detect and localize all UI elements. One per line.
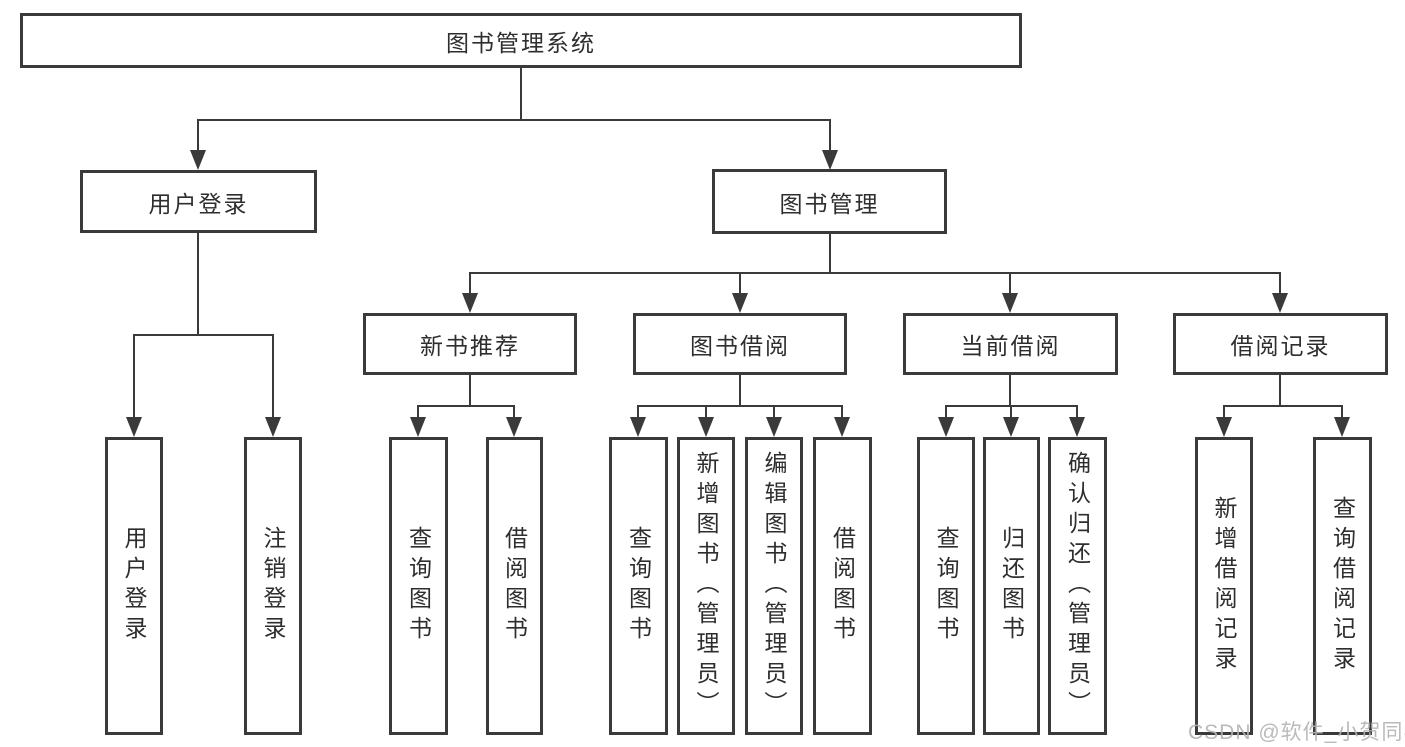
leaf-add-book-admin: 新增图书（管理员） [677, 437, 735, 735]
connector-line-v [773, 405, 775, 419]
arrow-down-icon [766, 417, 782, 437]
arrow-down-icon [1334, 417, 1350, 437]
leaf-edit-book-admin: 编辑图书（管理员） [745, 437, 803, 735]
connector-line-v [1009, 375, 1011, 407]
arrow-down-icon [1003, 417, 1019, 437]
arrow-down-icon [1002, 293, 1018, 313]
arrow-down-icon [190, 150, 206, 170]
connector-line-h [637, 405, 843, 407]
connector-line-v [1223, 405, 1225, 419]
connector-line-v [133, 334, 135, 419]
leaf-query-borrow-record: 查询借阅记录 [1313, 437, 1372, 735]
node-borrow-record: 借阅记录 [1173, 313, 1388, 375]
connector-line-h [469, 272, 1281, 274]
node-library-system: 图书管理系统 [20, 13, 1022, 68]
arrow-down-icon [732, 293, 748, 313]
arrow-down-icon [1069, 417, 1085, 437]
arrow-down-icon [1216, 417, 1232, 437]
connector-line-v [739, 272, 741, 296]
connector-line-v [841, 405, 843, 419]
connector-line-v [513, 405, 515, 419]
leaf-query-books-current: 查询图书 [917, 437, 975, 735]
node-book-borrow: 图书借阅 [633, 313, 847, 375]
arrow-down-icon [698, 417, 714, 437]
connector-line-v [829, 119, 831, 152]
arrow-down-icon [265, 417, 281, 437]
node-book-management: 图书管理 [712, 169, 947, 234]
connector-line-h [133, 334, 273, 336]
leaf-borrow-books-recommend: 借阅图书 [486, 437, 543, 735]
arrow-down-icon [1272, 293, 1288, 313]
arrow-down-icon [822, 150, 838, 170]
leaf-add-borrow-record: 新增借阅记录 [1195, 437, 1253, 735]
connector-line-v [1009, 272, 1011, 296]
node-current-borrow: 当前借阅 [903, 313, 1118, 375]
leaf-logout: 注销登录 [244, 437, 302, 735]
connector-line-v [417, 405, 419, 419]
connector-line-h [1223, 405, 1343, 407]
connector-line-v [469, 375, 471, 407]
connector-line-v [469, 272, 471, 296]
connector-line-h [197, 119, 831, 121]
connector-line-v [945, 405, 947, 419]
leaf-query-books-borrow: 查询图书 [609, 437, 668, 735]
connector-line-v [637, 405, 639, 419]
connector-line-v [272, 334, 274, 419]
leaf-confirm-return-admin: 确认归还（管理员） [1048, 437, 1107, 735]
node-new-book-recommend: 新书推荐 [363, 313, 577, 375]
connector-line-v [705, 405, 707, 419]
arrow-down-icon [630, 417, 646, 437]
connector-line-v [1279, 272, 1281, 296]
watermark-text: CSDN @软件_小贺同学 [1188, 721, 1405, 744]
arrow-down-icon [506, 417, 522, 437]
leaf-query-books-recommend: 查询图书 [389, 437, 448, 735]
arrow-down-icon [462, 293, 478, 313]
connector-line-v [1341, 405, 1343, 419]
connector-line-v [1010, 405, 1012, 419]
arrow-down-icon [834, 417, 850, 437]
node-user-login: 用户登录 [80, 170, 317, 233]
connector-line-v [197, 233, 199, 336]
connector-line-v [520, 68, 522, 121]
connector-line-v [1076, 405, 1078, 419]
connector-line-v [739, 375, 741, 407]
connector-line-v [829, 234, 831, 274]
leaf-return-book: 归还图书 [983, 437, 1040, 735]
connector-line-h [417, 405, 515, 407]
leaf-borrow-books-borrow: 借阅图书 [813, 437, 872, 735]
arrow-down-icon [410, 417, 426, 437]
connector-line-v [197, 119, 199, 152]
leaf-user-login: 用户登录 [105, 437, 163, 735]
arrow-down-icon [126, 417, 142, 437]
arrow-down-icon [938, 417, 954, 437]
connector-line-v [1279, 375, 1281, 407]
